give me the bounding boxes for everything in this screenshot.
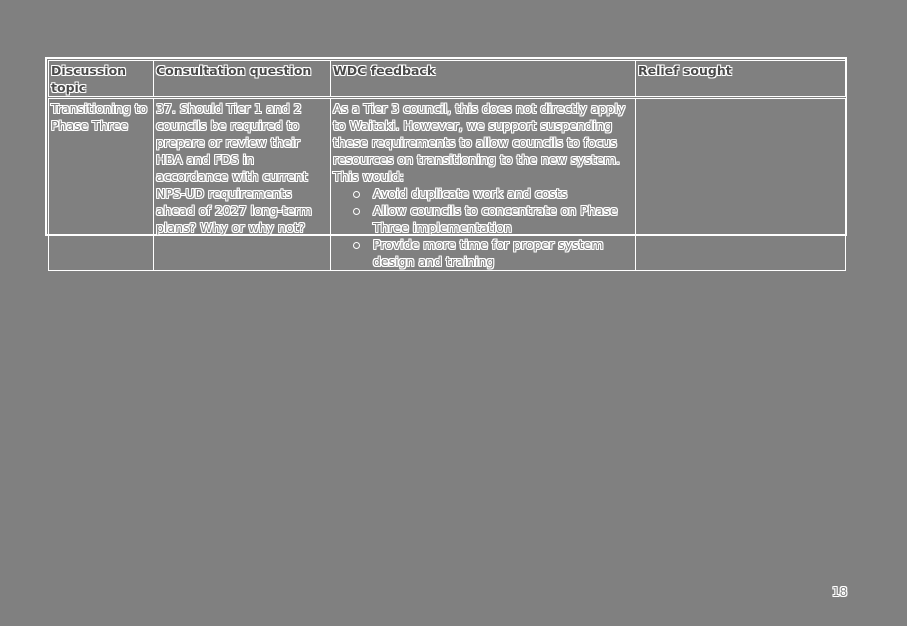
cell-consultation-question: 37. Should Tier 1 and 2 councils be requ… (153, 97, 331, 271)
header-consultation-question: Consultation question (153, 60, 331, 99)
header-relief-sought: Relief sought (635, 60, 846, 99)
cell-relief-sought (635, 97, 846, 271)
cell-wdc-feedback: As a Tier 3 council, this does not direc… (330, 97, 636, 271)
bullet-text: Allow councils to concentrate on Phase T… (373, 203, 618, 235)
cell-discussion-topic: Transitioning to Phase Three (48, 97, 154, 271)
table-row: Transitioning to Phase Three 37. Should … (48, 97, 846, 271)
header-label: WDC feedback (333, 63, 436, 78)
header-label: Relief sought (638, 63, 732, 78)
bullet-dot-icon (353, 208, 360, 215)
discussion-topic-text: Transitioning to Phase Three (51, 101, 148, 133)
consultation-question-text: 37. Should Tier 1 and 2 councils be requ… (156, 101, 312, 235)
bullet-text: Avoid duplicate work and costs (373, 186, 568, 201)
header-wdc-feedback: WDC feedback (330, 60, 636, 99)
bullet-dot-icon (353, 242, 360, 249)
feedback-bullet-item: Allow councils to concentrate on Phase T… (353, 202, 633, 236)
feedback-intro-text: As a Tier 3 council, this does not direc… (333, 101, 626, 184)
page-number: 18 (832, 585, 848, 599)
feedback-bullet-item: Provide more time for proper system desi… (353, 236, 633, 270)
header-label: Discussion topic (51, 63, 127, 95)
header-discussion-topic: Discussion topic (48, 60, 154, 99)
bullet-text: Provide more time for proper system desi… (373, 237, 604, 269)
feedback-bullet-list: Avoid duplicate work and costs Allow cou… (333, 185, 633, 270)
feedback-table-container: Discussion topic Consultation question W… (45, 57, 847, 271)
feedback-table: Discussion topic Consultation question W… (48, 60, 846, 271)
header-label: Consultation question (156, 63, 312, 78)
table-header-row: Discussion topic Consultation question W… (48, 60, 846, 99)
bullet-dot-icon (353, 191, 360, 198)
feedback-bullet-item: Avoid duplicate work and costs (353, 185, 633, 202)
